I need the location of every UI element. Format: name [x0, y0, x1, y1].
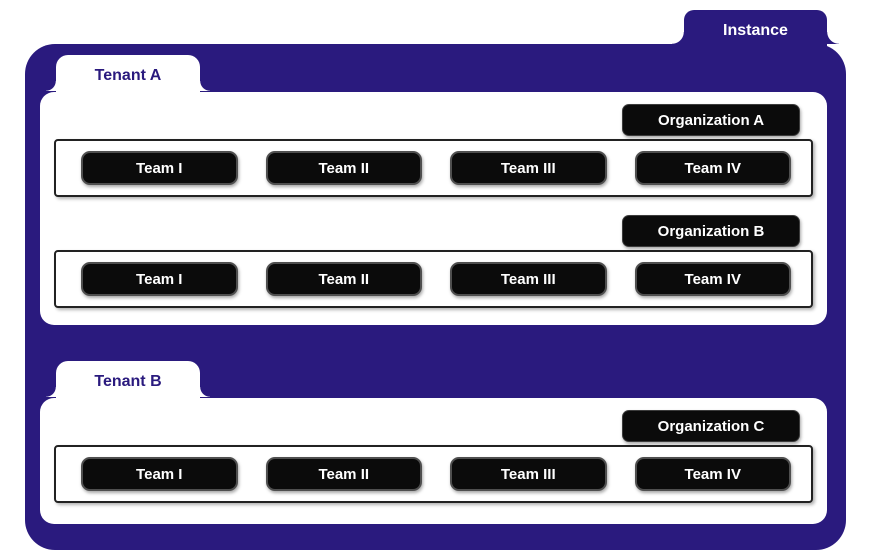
team-box: Team III [450, 151, 607, 185]
team-box: Team I [81, 151, 238, 185]
instance-container: Tenant A Organization A Team I Team II T… [25, 44, 846, 550]
instance-tab: Instance [672, 10, 839, 52]
team-box: Team II [265, 262, 422, 296]
team-box: Team II [265, 151, 422, 185]
instance-tab-label: Instance [723, 22, 788, 39]
tenant-b-container: Organization C Team I Team II Team III T… [40, 398, 827, 524]
organization-a-team-row: Team I Team II Team III Team IV [54, 139, 813, 197]
tenant-a-tab: Tenant A [46, 55, 210, 97]
organization-b-team-row: Team I Team II Team III Team IV [54, 250, 813, 308]
tenant-b-tab: Tenant B [46, 361, 210, 403]
team-box: Team I [81, 457, 238, 491]
organization-c-team-row: Team I Team II Team III Team IV [54, 445, 813, 503]
organization-b-label: Organization B [622, 215, 800, 247]
team-box: Team IV [634, 457, 791, 491]
team-box: Team I [81, 262, 238, 296]
team-box: Team II [265, 457, 422, 491]
tenant-a-container: Organization A Team I Team II Team III T… [40, 92, 827, 325]
team-box: Team IV [634, 262, 791, 296]
team-box: Team III [450, 262, 607, 296]
organization-a-label: Organization A [622, 104, 800, 136]
team-box: Team III [450, 457, 607, 491]
tenant-b-tab-label: Tenant B [94, 373, 162, 390]
tenant-a-tab-label: Tenant A [94, 67, 162, 84]
organization-c-label: Organization C [622, 410, 800, 442]
spacer [40, 197, 827, 215]
team-box: Team IV [634, 151, 791, 185]
